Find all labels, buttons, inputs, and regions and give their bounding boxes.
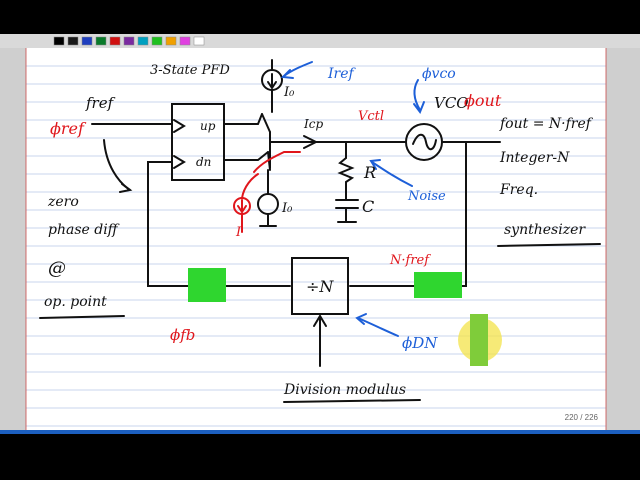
up-clock-mark — [173, 119, 186, 133]
up-label: up — [200, 119, 216, 133]
error-source-lead — [241, 173, 259, 199]
notebook-page — [0, 48, 640, 434]
noise-pointer-head — [369, 159, 381, 170]
capacitor-label: C — [362, 197, 374, 216]
pen-color-palette[interactable] — [53, 36, 205, 46]
page-right-margin — [606, 48, 640, 434]
cursor-marker — [470, 314, 488, 366]
phi-ref-label: ϕref — [50, 119, 87, 138]
fref-arrowhead — [119, 183, 133, 193]
zero-phase-line-3: @ — [48, 258, 66, 279]
n-fref-label: N·fref — [389, 253, 431, 268]
phi-fb-label: ϕfb — [170, 326, 195, 344]
zero-phase-line-1: zero — [47, 194, 79, 210]
up-output-wire — [223, 113, 263, 125]
pen-color-swatch[interactable] — [151, 36, 163, 46]
phi-vco-label: ϕvco — [422, 66, 456, 82]
divider-label: ÷N — [306, 277, 334, 296]
pen-cursor — [458, 314, 502, 366]
top-source-arrowhead — [267, 81, 277, 90]
synth-underline — [497, 243, 601, 247]
pen-color-swatch[interactable] — [95, 36, 107, 46]
synth-line-1: Integer-N — [499, 150, 570, 166]
pen-color-swatch[interactable] — [67, 36, 79, 46]
error-source-arrowhead — [237, 205, 247, 214]
fout-equation: fout = N·fref — [499, 116, 594, 132]
pen-color-swatch[interactable] — [123, 36, 135, 46]
page-left-margin — [0, 48, 26, 434]
error-current-label: I — [235, 225, 242, 240]
modulus-arrowhead — [313, 314, 327, 327]
pen-color-swatch[interactable] — [137, 36, 149, 46]
page-bottom-bar — [0, 430, 640, 434]
phi-vco-pointer-head — [413, 101, 425, 115]
resistor-r — [337, 157, 355, 183]
ruled-lines — [26, 65, 606, 427]
icp-arrowhead — [303, 135, 319, 149]
zero-phase-line-2: phase diff — [48, 222, 120, 238]
pfd-title: 3-State PFD — [150, 63, 230, 78]
noise-pointer — [371, 161, 413, 187]
phi-vco-pointer — [413, 79, 421, 111]
noise-label: Noise — [407, 189, 446, 204]
dn-output-wire — [223, 151, 269, 161]
vco-sine-symbol — [412, 133, 437, 151]
dn-clock-mark — [173, 155, 186, 169]
i0-bottom-label: I₀ — [281, 201, 293, 216]
synth-line-2: Freq. — [499, 182, 538, 198]
page-counter: 220 / 226 — [565, 413, 599, 422]
iref-label: Iref — [327, 66, 357, 82]
vctl-label: Vctl — [358, 109, 384, 124]
division-modulus-label: Division modulus — [283, 382, 406, 398]
icp-label: Icp — [303, 117, 323, 131]
highlight-divider-input — [414, 272, 462, 298]
divider-feedback-wire — [349, 141, 467, 287]
resistor-label: R — [363, 163, 376, 182]
pen-color-swatch[interactable] — [81, 36, 93, 46]
zero-phase-line-4: op. point — [44, 294, 107, 310]
pen-color-swatch[interactable] — [193, 36, 205, 46]
phi-dn-label: ϕDN — [402, 334, 438, 352]
phi-out-label: ϕout — [464, 91, 502, 110]
pen-color-swatch[interactable] — [53, 36, 65, 46]
synth-line-3: synthesizer — [504, 222, 586, 238]
dn-label: dn — [196, 155, 211, 169]
pen-color-swatch[interactable] — [179, 36, 191, 46]
vco-label: VCO — [434, 94, 469, 112]
divider-block — [291, 257, 349, 315]
red-annotations — [233, 151, 301, 233]
pen-color-swatch[interactable] — [165, 36, 177, 46]
highlight-feedback-path — [188, 268, 226, 302]
pfd-block — [171, 103, 225, 181]
pen-color-swatch[interactable] — [109, 36, 121, 46]
up-switch — [261, 113, 271, 133]
error-current-path — [253, 151, 301, 173]
phi-dn-pointer-head — [355, 313, 367, 325]
phi-dn-pointer — [357, 317, 399, 337]
modulus-underline — [283, 399, 421, 403]
fref-label: fref — [85, 94, 116, 112]
i0-top-label: I₀ — [283, 85, 295, 100]
blue-annotations — [280, 61, 425, 337]
op-point-underline — [39, 315, 125, 319]
iref-pointer-head — [280, 69, 294, 79]
